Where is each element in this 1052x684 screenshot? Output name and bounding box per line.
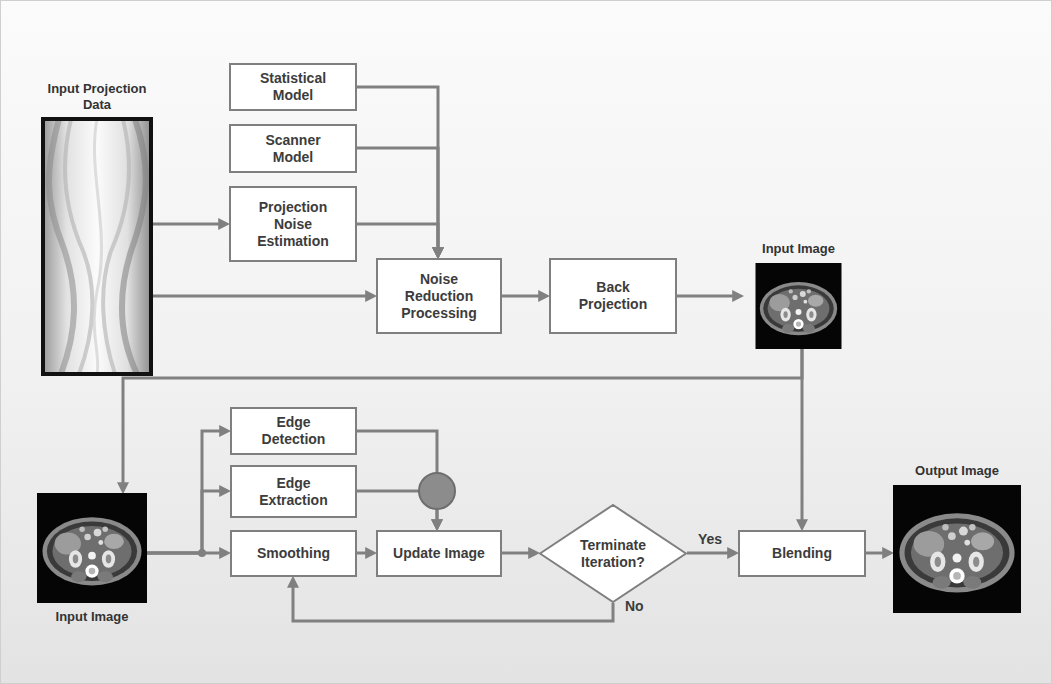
image-heading: Output Image bbox=[895, 463, 1019, 479]
flow-arrow bbox=[687, 552, 732, 555]
box-text: Update Image bbox=[393, 545, 485, 562]
image-heading: Input Projection Data bbox=[47, 81, 147, 113]
flow-arrow bbox=[151, 295, 370, 298]
image-heading: Input Image bbox=[744, 241, 854, 257]
box-text: Smoothing bbox=[257, 545, 330, 562]
box-text: Noise Reduction Processing bbox=[394, 271, 484, 322]
flow-arrow bbox=[357, 552, 370, 555]
decision-text: Terminate Iteration? bbox=[571, 537, 655, 571]
flow-arrow bbox=[147, 552, 224, 555]
flow-arrow bbox=[502, 552, 533, 555]
box-text: Projection Noise Estimation bbox=[248, 199, 338, 250]
flow-arrow bbox=[151, 223, 223, 226]
box-text: Back Projection bbox=[568, 279, 658, 313]
ct-image bbox=[756, 263, 842, 349]
process-box: Blending bbox=[738, 530, 866, 577]
box-text: Statistical Model bbox=[248, 70, 338, 104]
flow-arrow bbox=[357, 148, 438, 252]
junction-dot bbox=[198, 549, 206, 557]
edge-label: Yes bbox=[698, 531, 722, 548]
process-box: Update Image bbox=[376, 530, 502, 577]
flow-arrow bbox=[357, 87, 438, 252]
flow-arrow bbox=[293, 583, 613, 621]
box-text: Edge Extraction bbox=[249, 475, 339, 509]
decision-diamond: Terminate Iteration? bbox=[539, 504, 687, 603]
flow-arrow bbox=[357, 224, 438, 252]
image-node: Input Image bbox=[743, 263, 854, 349]
flow-arrow bbox=[502, 295, 543, 298]
process-box: Smoothing bbox=[230, 530, 357, 577]
flow-arrow bbox=[147, 491, 224, 553]
process-box: Projection Noise Estimation bbox=[229, 186, 357, 262]
process-box: Statistical Model bbox=[229, 63, 357, 111]
flow-arrow bbox=[866, 552, 887, 555]
projection-data: Input Projection Data bbox=[43, 119, 151, 374]
process-box: Scanner Model bbox=[229, 124, 357, 173]
process-box: Edge Detection bbox=[230, 407, 357, 455]
image-node: Input Image bbox=[37, 493, 147, 603]
flow-arrow bbox=[677, 295, 737, 298]
ct-image bbox=[37, 493, 147, 603]
flow-arrow bbox=[123, 349, 802, 487]
process-box: Back Projection bbox=[549, 258, 677, 334]
edge-label: No bbox=[625, 598, 644, 615]
image-heading: Input Image bbox=[37, 609, 147, 625]
flow-arrow bbox=[801, 349, 804, 524]
box-text: Scanner Model bbox=[248, 132, 338, 166]
projection-sinogram bbox=[43, 119, 151, 374]
box-text: Edge Detection bbox=[249, 414, 339, 448]
process-box: Noise Reduction Processing bbox=[376, 258, 502, 334]
ct-image bbox=[893, 485, 1021, 613]
merge-circle bbox=[419, 473, 455, 509]
box-text: Blending bbox=[772, 545, 832, 562]
process-box: Edge Extraction bbox=[230, 465, 357, 518]
diamond-shape bbox=[540, 505, 686, 602]
flow-arrow bbox=[147, 431, 224, 553]
image-node: Output Image bbox=[893, 485, 1021, 613]
